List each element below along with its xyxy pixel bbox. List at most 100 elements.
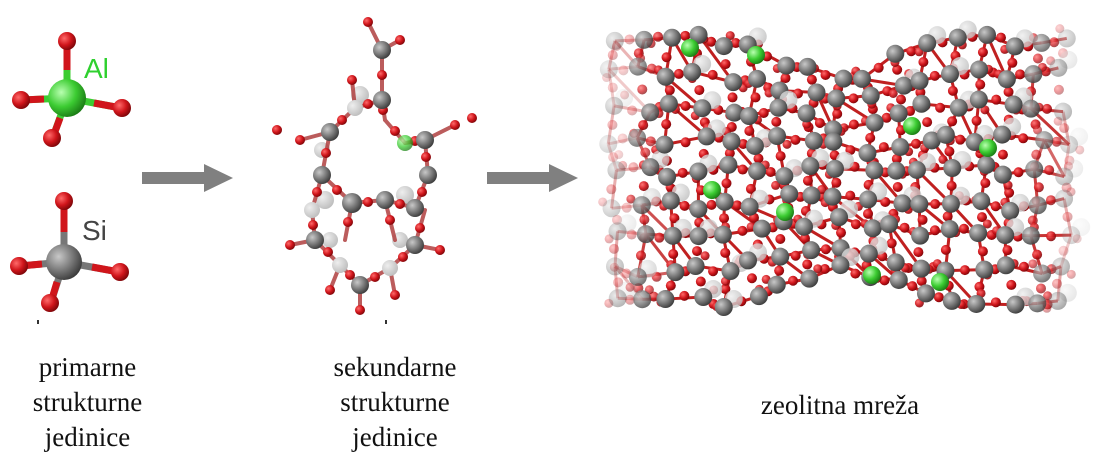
silicon-atom: [798, 57, 817, 76]
oxygen-atom: [617, 133, 628, 144]
oxygen-atom: [732, 200, 743, 211]
oxygen-atom: [771, 116, 782, 127]
silicon-atom: [886, 44, 905, 63]
silicon-atom: [722, 132, 741, 151]
oxygen-atom: [1045, 195, 1056, 206]
silicon-atom: [605, 96, 624, 115]
silicon-atom: [1021, 226, 1040, 245]
oxygen-atom: [886, 238, 897, 249]
oxygen-atom: [1032, 53, 1043, 64]
silicon-atom: [889, 104, 908, 123]
oxygen-atom: [737, 225, 748, 236]
oxygen-atom: [653, 31, 664, 42]
oxygen-atom: [680, 30, 691, 41]
right-arrow-icon: [487, 164, 578, 192]
oxygen-atom: [744, 125, 755, 136]
oxygen-atom: [638, 181, 649, 192]
oxygen-atom: [788, 275, 799, 286]
silicon-atom: [802, 186, 821, 205]
oxygen-atom: [724, 148, 735, 159]
oxygen-atom: [959, 265, 970, 276]
silicon-atom: [940, 220, 959, 239]
oxygen-atom: [639, 214, 650, 225]
silicon-atom: [996, 256, 1015, 275]
silicon-atom: [1025, 160, 1044, 179]
oxygen-atom: [1049, 37, 1060, 48]
oxygen-atom: [624, 34, 635, 45]
oxygen-atom: [997, 149, 1008, 160]
oxygen-atom: [700, 251, 710, 261]
silicon-atom: [865, 113, 884, 132]
silicon-atom: [740, 197, 759, 216]
oxygen-atom: [1031, 149, 1042, 160]
silicon-atom: [972, 192, 991, 211]
oxygen-atom: [915, 87, 926, 98]
silicon-atom: [802, 241, 821, 260]
silicon-atom: [1032, 33, 1051, 52]
oxygen-atom: [820, 244, 831, 255]
silicon-atom: [632, 196, 651, 215]
oxygen-atom: [640, 147, 651, 158]
silicon-atom: [694, 288, 713, 307]
silicon-atom: [1033, 264, 1052, 283]
oxygen-atom: [982, 219, 992, 229]
oxygen-atom: [750, 92, 761, 103]
oxygen-atom: [707, 69, 718, 80]
silicon-atom: [605, 31, 624, 50]
silicon-atom: [633, 290, 652, 309]
silicon-atom: [602, 199, 621, 218]
oxygen-atom: [836, 227, 847, 238]
silicon-atom: [740, 107, 759, 126]
oxygen-atom: [1062, 211, 1073, 222]
oxygen-atom: [1066, 269, 1076, 279]
oxygen-atom: [899, 222, 910, 233]
oxygen-atom: [1006, 279, 1017, 290]
al-label: Al: [84, 53, 109, 84]
silicon-atom: [865, 161, 884, 180]
silicon-atom: [1028, 196, 1047, 215]
oxygen-atom: [695, 276, 706, 287]
oxygen-atom: [725, 31, 735, 41]
silicon-atom: [949, 98, 968, 117]
oxygen-atom: [680, 101, 691, 112]
oxygen-atom: [627, 105, 638, 116]
silicon-atom: [693, 99, 712, 118]
oxygen-atom: [975, 79, 986, 90]
oxygen-atom: [865, 132, 876, 143]
silicon-atom: [659, 94, 678, 113]
aluminium-atom: [979, 139, 997, 157]
oxygen-atom: [888, 88, 898, 98]
aluminium-atom: [863, 266, 881, 284]
silicon-atom: [887, 161, 906, 180]
silicon-atom: [880, 215, 899, 234]
oxygen-atom: [1013, 167, 1024, 178]
silicon-atom: [997, 70, 1016, 89]
caption-network-line: zeolitna mreža: [760, 390, 920, 420]
oxygen-atom: [1007, 57, 1018, 68]
silicon-atom: [689, 25, 708, 44]
oxygen-atom: [746, 273, 757, 284]
silicon-atom: [715, 192, 734, 211]
oxygen-atom: [719, 213, 730, 224]
oxygen-atom: [661, 119, 672, 130]
silicon-atom: [918, 34, 937, 53]
oxygen-atom: [935, 102, 946, 113]
silicon-atom: [635, 30, 654, 49]
oxygen-atom: [1059, 123, 1070, 134]
oxygen-atom: [1033, 125, 1043, 135]
silicon-atom: [795, 217, 814, 236]
silicon-atom: [714, 37, 733, 56]
oxygen-atom: [947, 85, 958, 96]
oxygen-atom: [863, 208, 874, 219]
oxygen-atom: [971, 115, 982, 126]
silicon-atom: [911, 226, 930, 245]
caption-network: zeolitna mreža: [700, 388, 980, 423]
oxygen-atom: [881, 112, 892, 123]
oxygen-atom: [938, 154, 948, 164]
silicon-atom: [714, 298, 733, 317]
oxygen-atom: [774, 265, 785, 276]
silicon-atom: [689, 227, 708, 246]
oxygen-atom: [918, 57, 929, 68]
silicon-atom: [658, 167, 677, 186]
oxygen-atom: [955, 134, 966, 145]
